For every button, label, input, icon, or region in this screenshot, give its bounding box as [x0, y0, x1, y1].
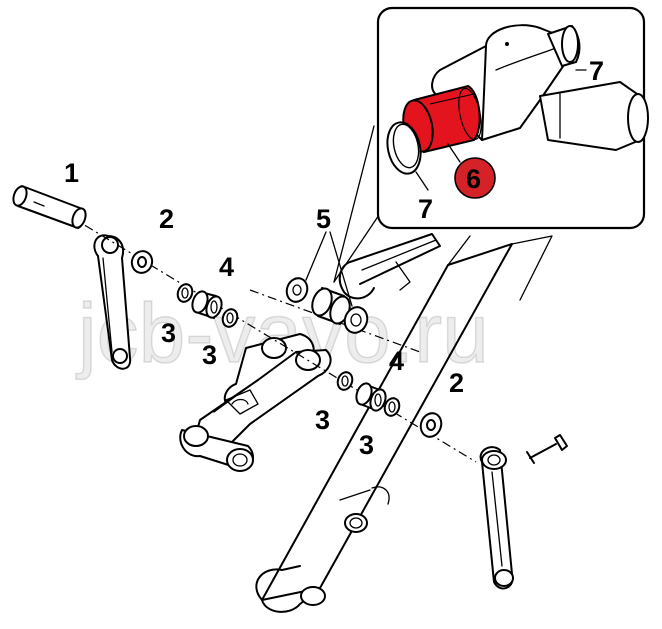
callout-6-badge: [454, 157, 496, 199]
callout-2-right: 2: [449, 368, 464, 398]
callout-3-b: 3: [202, 340, 217, 370]
callout-labels: 1 2 4 3 3 5 4 3 3 2 7 7 6: [64, 56, 604, 460]
right-tipping-link: [479, 446, 514, 590]
seal-ring: [386, 121, 422, 175]
rlink-top-bore: [481, 450, 507, 470]
pin-icon: [12, 185, 87, 229]
callout-5: 5: [316, 204, 331, 234]
washer-icon: [130, 250, 443, 438]
dipper-arm: [255, 235, 553, 613]
hlink-bore-left: [183, 425, 209, 447]
rlink-bottom-bore: [494, 569, 514, 587]
callout-1: 1: [64, 158, 79, 188]
hlink-bore-right: [226, 448, 254, 472]
callout-3-c: 3: [315, 405, 330, 435]
arm-bottom-bore: [300, 586, 326, 606]
ring-icon: [176, 283, 401, 417]
callout-3-a: 3: [161, 318, 176, 348]
callout-3-d: 3: [359, 430, 374, 460]
link-bottom-bore: [112, 348, 128, 364]
cylinder-eye-icon: [285, 277, 369, 334]
bolt-icon: [526, 434, 568, 464]
ram-cylinder: [338, 233, 441, 300]
link-top-bore: [101, 236, 119, 254]
callout-7-top: 7: [589, 56, 604, 86]
callout-7-bottom: 7: [418, 194, 433, 224]
leader-6: [447, 143, 461, 163]
hlink-bore-top-left: [261, 337, 287, 359]
detail-inset: [333, 6, 649, 283]
leader-5-b: [329, 231, 353, 307]
callout-4-right: 4: [389, 346, 404, 376]
leader-5-a: [305, 231, 327, 281]
leader-7-bottom: [415, 171, 429, 191]
callout-4-left: 4: [219, 252, 234, 282]
callout-6: 6: [466, 164, 481, 194]
bush-icon: [191, 290, 387, 412]
arm-middle-bore: [344, 513, 368, 533]
callout-2-left: 2: [159, 204, 174, 234]
